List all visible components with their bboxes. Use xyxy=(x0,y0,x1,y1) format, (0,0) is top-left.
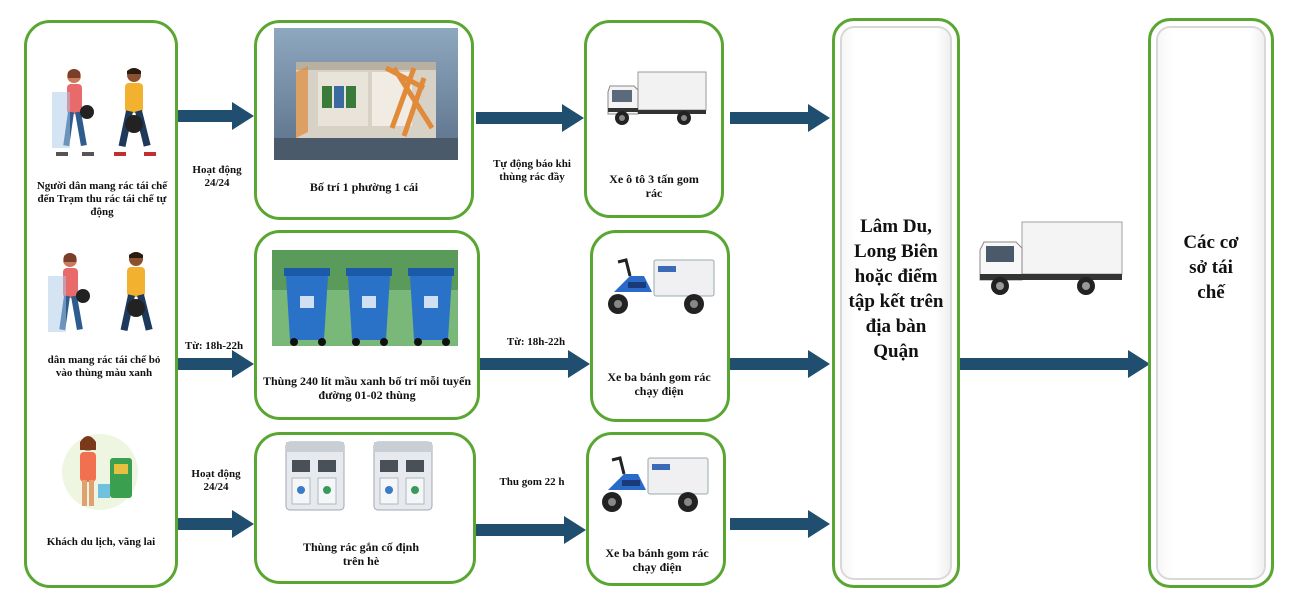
resident-man-illustration-2 xyxy=(120,252,153,332)
vehicle-row3-label: Xe ba bánh gom rác chạy điện xyxy=(605,546,709,574)
green-bins-image xyxy=(272,250,458,346)
collection-point-label: Lâm Du, Long Biên hoặc điểm tập kết trên… xyxy=(848,216,944,362)
row3-collect-label: Thu gom 22 h xyxy=(499,476,565,488)
arrow-tricycle-to-collection xyxy=(730,350,830,378)
container-row2-label: Thùng 240 lít mầu xanh bố trí mỗi tuyến … xyxy=(262,374,472,402)
recycling-facilities-box xyxy=(1148,18,1274,588)
tourist-illustration xyxy=(62,434,138,510)
row1-hours-label: Hoạt động 24/24 xyxy=(192,164,242,189)
arrow-collection-to-recycling xyxy=(960,350,1150,378)
transfer-truck-image xyxy=(979,221,1123,295)
row2-collect-hours-label: Từ: 18h-22h xyxy=(506,336,566,348)
arrow-source-to-station xyxy=(178,102,254,130)
arrow-tricycle-2-to-collection xyxy=(730,510,830,538)
fixed-bins-image xyxy=(285,441,433,511)
truck-3t-image xyxy=(607,71,707,125)
collection-point-box xyxy=(832,18,960,588)
arrow-green-bin-to-tricycle xyxy=(480,350,590,378)
container-row1-label: Bố trí 1 phường 1 cái xyxy=(309,180,419,194)
vehicle-row2-label: Xe ba bánh gom rác chạy điện xyxy=(607,370,711,398)
source-tourists: Khách du lịch, vãng lai xyxy=(46,536,156,548)
arrow-fixed-bin-to-tricycle xyxy=(476,516,586,544)
container-row3-label: Thùng rác gắn cố định trên hè xyxy=(302,540,420,568)
electric-tricycle-image-2 xyxy=(602,456,709,512)
recycle-station-image xyxy=(274,28,458,160)
arrow-station-to-truck xyxy=(476,104,584,132)
resident-woman-illustration-2 xyxy=(48,253,90,332)
arrow-source-to-fixed-bin xyxy=(178,510,254,538)
resident-man-illustration xyxy=(114,68,156,156)
arrow-truck-to-collection xyxy=(730,104,830,132)
row1-trigger-label: Tự động báo khi thùng rác đầy xyxy=(493,158,571,183)
vehicle-box-row1 xyxy=(584,20,724,218)
recycling-facilities-label: Các cơ sở tái chế xyxy=(1183,232,1239,303)
arrow-source-to-green-bin xyxy=(178,350,254,378)
resident-woman-illustration xyxy=(52,69,94,156)
electric-tricycle-image xyxy=(608,258,715,314)
source-resident-green-bin: dân mang rác tái chế bỏ vào thùng màu xa… xyxy=(47,354,161,379)
row3-hours-label: Hoạt động 24/24 xyxy=(191,468,241,493)
row2-hours-label: Từ: 18h-22h xyxy=(184,340,244,352)
source-resident-recycle-station: Người dân mang rác tái chế đến Trạm thu … xyxy=(36,180,168,218)
vehicle-row1-label: Xe ô tô 3 tấn gom rác xyxy=(609,172,699,200)
